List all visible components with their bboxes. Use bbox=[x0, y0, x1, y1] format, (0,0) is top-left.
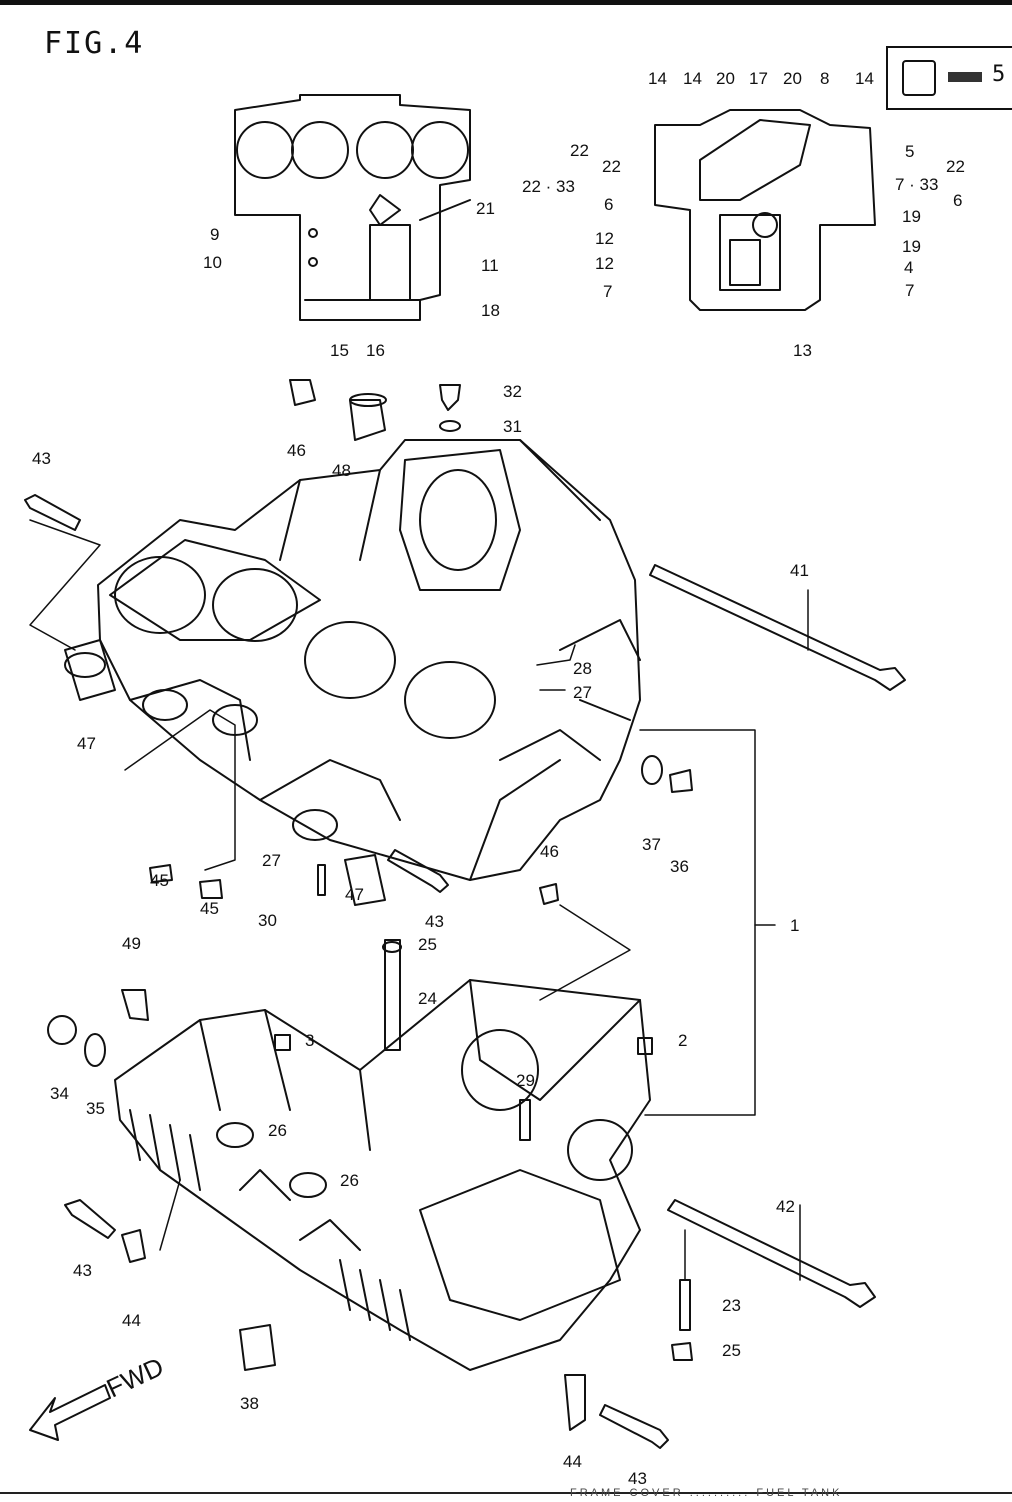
callout: 44 bbox=[563, 1452, 582, 1471]
model-legend-box: 5 bbox=[886, 46, 1012, 110]
callout: 32 bbox=[503, 382, 522, 401]
callout: 8 bbox=[820, 69, 830, 88]
callout: 25 bbox=[722, 1341, 741, 1360]
callout: 12 bbox=[595, 229, 614, 248]
inset-lower-case bbox=[654, 109, 876, 311]
callout: 6 bbox=[953, 191, 963, 210]
callout: 19 bbox=[902, 237, 921, 256]
callout: 29 bbox=[516, 1071, 535, 1090]
callout: 7 bbox=[603, 282, 613, 301]
callout: 43 bbox=[425, 912, 444, 931]
callout: 12 bbox=[595, 254, 614, 273]
callout: 7 bbox=[905, 281, 915, 300]
callout: 23 bbox=[722, 1296, 741, 1315]
callout: 47 bbox=[345, 885, 364, 904]
lower-crankcase bbox=[114, 979, 651, 1371]
callout: 20 bbox=[783, 69, 802, 88]
top-rule bbox=[0, 0, 1012, 5]
callout: 22 bbox=[602, 157, 621, 176]
callout: 17 bbox=[749, 69, 768, 88]
callout: 24 bbox=[418, 989, 437, 1008]
callout: 42 bbox=[776, 1197, 795, 1216]
callout: 27 bbox=[262, 851, 281, 870]
callout: 22 · 33 bbox=[522, 177, 575, 196]
callout: 31 bbox=[503, 417, 522, 436]
fwd-arrow-icon bbox=[29, 1384, 111, 1441]
callout: 43 bbox=[32, 449, 51, 468]
leader-lines bbox=[29, 519, 809, 1281]
callout: 35 bbox=[86, 1099, 105, 1118]
callout: 4 bbox=[904, 258, 914, 277]
callout: 21 bbox=[476, 199, 495, 218]
callout: 45 bbox=[200, 899, 219, 918]
upper-crankcase bbox=[97, 439, 641, 881]
callout: 9 bbox=[210, 225, 220, 244]
callout: 22 bbox=[946, 157, 965, 176]
legend-number: 5 bbox=[992, 62, 1006, 87]
callout: 19 bbox=[902, 207, 921, 226]
callout: 43 bbox=[73, 1261, 92, 1280]
callout: 13 bbox=[793, 341, 812, 360]
callout: 6 bbox=[604, 195, 614, 214]
callout: 20 bbox=[716, 69, 735, 88]
callout: 36 bbox=[670, 857, 689, 876]
callout: 5 bbox=[905, 142, 915, 161]
callout: 27 bbox=[573, 683, 592, 702]
callout: 28 bbox=[573, 659, 592, 678]
figure-title: FIG.4 bbox=[44, 26, 145, 61]
callout: 16 bbox=[366, 341, 385, 360]
small-parts bbox=[24, 379, 906, 1449]
footer-text: FRAME COVER .......... FUEL TANK bbox=[570, 1487, 843, 1499]
callout: 3 bbox=[305, 1031, 315, 1050]
callout: 14 bbox=[855, 69, 874, 88]
callout: 26 bbox=[268, 1121, 287, 1140]
legend-mark bbox=[948, 72, 982, 82]
inset-upper-case bbox=[234, 94, 471, 321]
callout: 7 · 33 bbox=[895, 175, 939, 194]
callout: 41 bbox=[790, 561, 809, 580]
callout: 46 bbox=[540, 842, 559, 861]
callout: 14 bbox=[683, 69, 702, 88]
callout: 11 bbox=[481, 256, 499, 275]
callout: 14 bbox=[648, 69, 667, 88]
callout: 1 bbox=[790, 916, 800, 935]
callout: 22 bbox=[570, 141, 589, 160]
callout: 15 bbox=[330, 341, 349, 360]
callout: 10 bbox=[203, 253, 222, 272]
callout: 37 bbox=[642, 835, 661, 854]
callout: 49 bbox=[122, 934, 141, 953]
fwd-label: FWD bbox=[102, 1351, 168, 1403]
motorcycle-icon bbox=[902, 60, 936, 96]
callout: 48 bbox=[332, 461, 351, 480]
callout: 43 bbox=[628, 1469, 647, 1488]
callout: 2 bbox=[678, 1031, 688, 1050]
callout: 44 bbox=[122, 1311, 141, 1330]
bottom-rule bbox=[0, 1492, 1012, 1502]
callout: 25 bbox=[418, 935, 437, 954]
callout: 26 bbox=[340, 1171, 359, 1190]
callout: 47 bbox=[77, 734, 96, 753]
callout: 18 bbox=[481, 301, 500, 320]
callout: 30 bbox=[258, 911, 277, 930]
callout: 45 bbox=[150, 871, 169, 890]
callout: 34 bbox=[50, 1084, 69, 1103]
callout: 38 bbox=[240, 1394, 259, 1413]
callout: 46 bbox=[287, 441, 306, 460]
